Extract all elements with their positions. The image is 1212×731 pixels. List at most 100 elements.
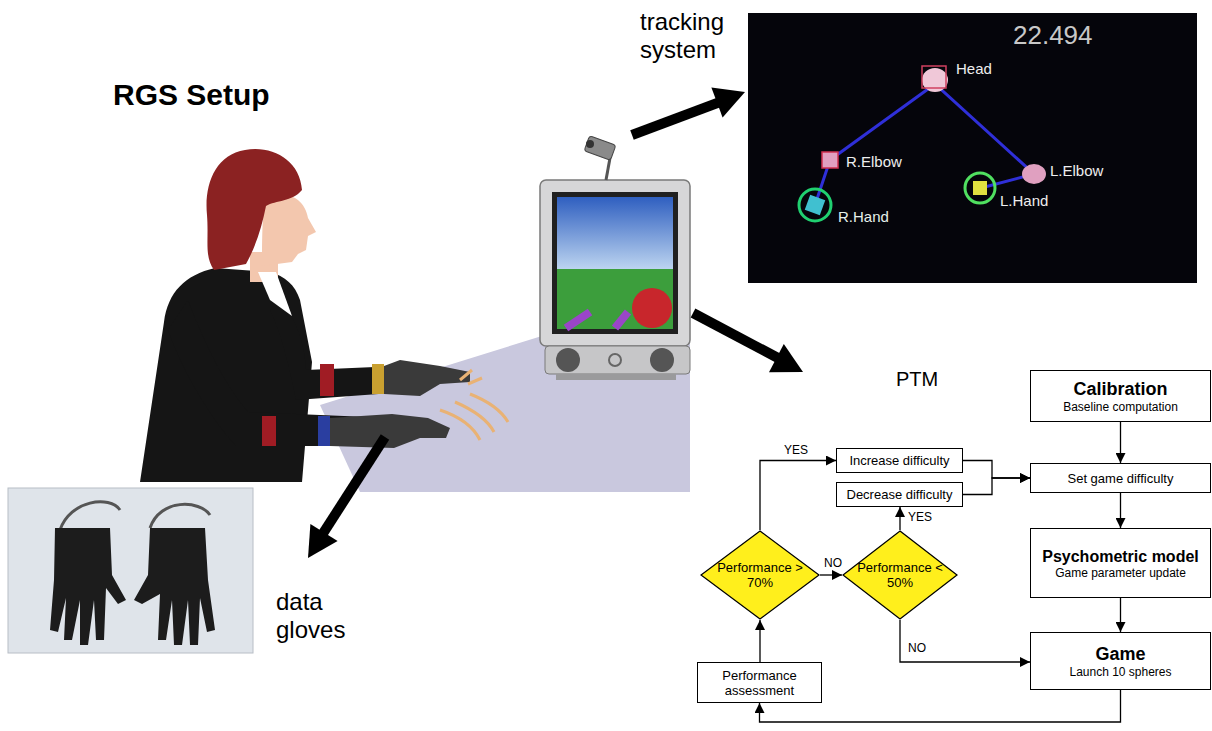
pointer-arrow (322, 437, 385, 535)
collar (258, 272, 292, 316)
process-box: Psychometric modelGame parameter update (1030, 528, 1211, 598)
monitor-frame (540, 180, 690, 346)
label-text: R.Hand (838, 208, 889, 225)
decision-diamond: Performance > 70% (700, 530, 820, 620)
hand-marker (799, 189, 831, 221)
node-heading: Game (1069, 644, 1171, 665)
hand-marker (973, 181, 987, 195)
node-text: Set game difficulty (1068, 471, 1174, 486)
motion-arc (455, 402, 494, 432)
skeleton-line (815, 84, 1034, 205)
node-content: GameLaunch 10 spheres (1069, 644, 1171, 679)
node-content: Psychometric modelGame parameter update (1042, 547, 1199, 580)
flow-arrow (1120, 493, 1121, 528)
process-box: Decrease difficulty (836, 482, 963, 507)
diagram-title: RGS Setup (113, 78, 270, 112)
flow-arrow (1120, 598, 1121, 632)
label-text: R.Elbow (846, 153, 902, 170)
glove-cable (60, 502, 210, 530)
label-text: L.Hand (1000, 192, 1048, 209)
node-text: Performance > 70% (715, 560, 805, 590)
node-text: Increase difficulty (849, 453, 949, 468)
node-content: Increase difficulty (849, 453, 949, 468)
pointer-arrow (693, 313, 778, 358)
data-glove (50, 528, 126, 645)
arm-band (262, 416, 276, 446)
pointer-arrow (632, 102, 720, 135)
game-sky (557, 197, 673, 269)
pointer-arrow (711, 88, 745, 118)
data-glove (134, 528, 215, 645)
flow-arrow (963, 461, 1030, 479)
node-heading: Calibration (1063, 379, 1178, 400)
node-text: Baseline computation (1063, 400, 1178, 414)
process-box: Increase difficulty (836, 448, 963, 473)
head-marker (922, 66, 946, 88)
glove-cuff (372, 364, 384, 394)
node-text: Launch 10 spheres (1069, 665, 1171, 679)
process-box: Set game difficulty (1030, 463, 1211, 493)
face (262, 194, 316, 266)
speaker-base (545, 346, 690, 374)
edge-label: YES (782, 443, 810, 457)
elbow-marker (822, 152, 838, 168)
node-content: Decrease difficulty (847, 487, 953, 502)
flow-arrow (900, 620, 1030, 662)
hair (207, 149, 302, 270)
edge-label: NO (822, 556, 844, 570)
flow-arrow (760, 461, 836, 531)
flow-arrow (899, 507, 900, 530)
motion-arc (440, 410, 480, 440)
node-content: Performance < 50% (857, 560, 943, 590)
monitor-foot (556, 374, 676, 380)
monitor-bezel (552, 192, 678, 334)
hand-marker (965, 173, 995, 203)
node-content: CalibrationBaseline computation (1063, 379, 1178, 414)
speaker (556, 348, 580, 372)
hand-marker (805, 195, 826, 216)
speaker (650, 348, 674, 372)
node-text: Game parameter update (1042, 566, 1199, 580)
virtual-arm (566, 312, 590, 328)
label-text: Head (956, 60, 992, 77)
camera (584, 136, 616, 161)
motion-arc (460, 370, 482, 384)
process-box: CalibrationBaseline computation (1030, 370, 1211, 422)
node-text: Performance < 50% (857, 560, 943, 590)
motion-arc (470, 394, 508, 422)
decision-diamond: Performance < 50% (842, 530, 958, 620)
flow-arrow (820, 574, 842, 575)
virtual-arm (615, 312, 628, 328)
game-ground (557, 269, 673, 329)
glove-cuff (318, 416, 330, 446)
camera-stand (606, 158, 610, 180)
label-text: 22.494 (1013, 20, 1093, 51)
flow-arrow (1120, 422, 1121, 463)
jacket (140, 268, 312, 482)
gloves-photo (8, 488, 253, 653)
node-text: Decrease difficulty (847, 487, 953, 502)
edge-label: YES (906, 510, 934, 524)
flow-arrow (759, 620, 760, 662)
process-box: GameLaunch 10 spheres (1030, 632, 1211, 690)
glove-hand (330, 414, 450, 448)
tracking-screen (748, 13, 1197, 283)
process-box: Performance assessment (697, 662, 822, 703)
diamond-shape (701, 531, 819, 619)
camera-lens (586, 140, 594, 148)
pointer-arrow (308, 524, 338, 558)
label-text: data gloves (276, 588, 376, 644)
label-text: tracking system (640, 8, 760, 64)
game-sphere (632, 288, 672, 328)
node-content: Performance > 70% (715, 560, 805, 590)
node-content: Performance assessment (702, 668, 817, 698)
edge-label: NO (906, 641, 928, 655)
speaker-logo (609, 354, 621, 366)
label-text: L.Elbow (1050, 162, 1103, 179)
node-heading: Psychometric model (1042, 547, 1199, 566)
arm-band (320, 364, 334, 396)
node-content: Set game difficulty (1068, 471, 1174, 486)
desk (320, 335, 690, 492)
label-text: PTM (896, 368, 938, 391)
